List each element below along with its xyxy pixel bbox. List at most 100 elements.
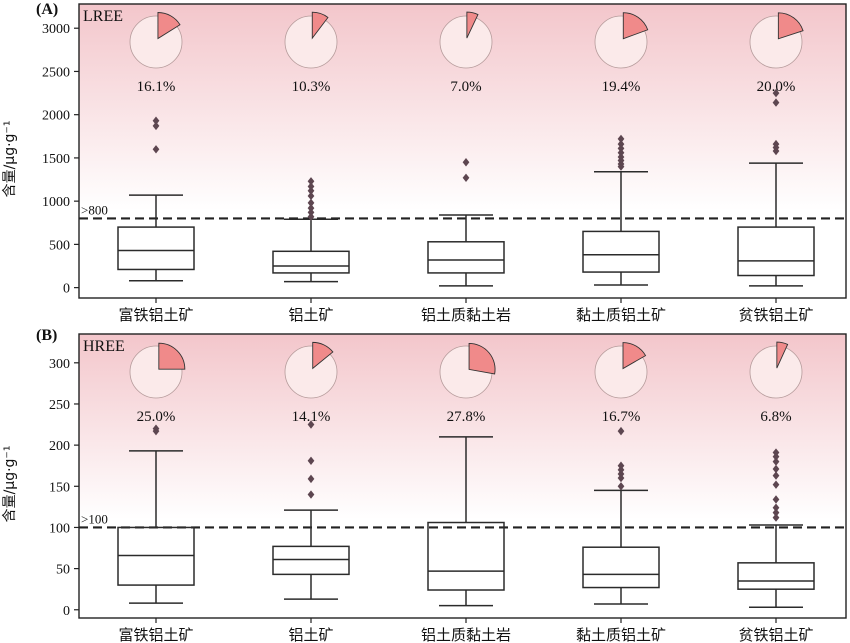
y-tick-label: 2000	[42, 109, 70, 124]
category-label: 黏土质铝土矿	[576, 626, 666, 643]
pie-slice	[312, 341, 334, 370]
outlier-point	[772, 98, 780, 107]
outlier-point	[152, 145, 160, 154]
y-axis-label: 含量/μg·g⁻¹	[2, 446, 18, 523]
box-2	[272, 177, 350, 283]
pie-percent-label: 16.7%	[602, 409, 641, 425]
pie-slice	[622, 342, 647, 370]
outlier-point	[307, 182, 315, 191]
y-tick-label: 250	[49, 398, 70, 413]
outlier-point	[307, 212, 315, 221]
outlier-point	[462, 173, 470, 183]
y-tick-label: 1000	[42, 195, 70, 210]
pie-percent-label: 6.8%	[760, 409, 791, 425]
outlier-point	[772, 471, 780, 480]
box-iqr	[427, 521, 505, 591]
y-tick-label: 50	[56, 563, 70, 578]
outlier-point	[307, 420, 315, 429]
y-tick-label: 500	[49, 238, 70, 253]
threshold-label: >800	[81, 202, 108, 217]
category-label: 铝土矿	[288, 626, 333, 643]
y-tick-label: 0	[63, 604, 70, 619]
outlier-point	[772, 495, 780, 504]
pie-percent-label: 7.0%	[450, 79, 481, 95]
y-tick-label: 200	[49, 439, 70, 454]
pie-4	[594, 12, 649, 69]
box-5	[737, 88, 815, 287]
outlier-point	[307, 203, 315, 213]
panel-b: 050100150200250300含量/μg·g⁻¹(B)HREE>100富铁…	[2, 327, 847, 643]
outlier-point	[307, 186, 315, 195]
box-iqr	[427, 241, 505, 274]
pie-slice	[777, 12, 804, 40]
outlier-point	[152, 424, 160, 433]
y-tick-label: 100	[49, 521, 70, 536]
outlier-point	[617, 139, 625, 149]
panel-tag: (B)	[36, 327, 57, 344]
pie-percent-label: 14.1%	[292, 409, 331, 425]
outlier-point	[462, 158, 470, 167]
outlier-point	[772, 464, 780, 474]
box-4	[582, 134, 660, 286]
pie-2	[284, 341, 338, 399]
outlier-point	[307, 177, 315, 186]
y-tick-label: 300	[49, 357, 70, 372]
outlier-point	[307, 456, 315, 465]
pie-base	[749, 345, 803, 399]
box-1	[117, 424, 195, 604]
outlier-point	[152, 116, 160, 125]
outlier-point	[617, 144, 625, 153]
outlier-point	[772, 448, 780, 457]
outlier-point	[617, 426, 625, 436]
box-iqr	[737, 226, 815, 277]
plot-frame	[78, 3, 847, 299]
pie-slice	[157, 12, 181, 40]
box-3	[427, 436, 505, 607]
outlier-point	[617, 152, 625, 162]
panel-a: 050010001500200025003000含量/μg·g⁻¹(A)LREE…	[2, 1, 847, 324]
category-label: 铝土质黏土岩	[421, 626, 511, 643]
outlier-point	[772, 457, 780, 466]
category-label: 富铁铝土矿	[118, 626, 193, 643]
outlier-point	[307, 208, 315, 217]
outlier-point	[152, 121, 160, 131]
y-axis-label: 含量/μg·g⁻¹	[2, 121, 18, 198]
pie-5	[749, 12, 804, 69]
pie-4	[594, 342, 648, 399]
pie-slice	[158, 342, 186, 370]
box-3	[427, 158, 505, 287]
pie-percent-label: 16.1%	[137, 79, 176, 95]
box-4	[582, 426, 660, 605]
threshold-label: >100	[81, 511, 108, 526]
box-iqr	[582, 230, 660, 273]
box-2	[272, 420, 350, 600]
outlier-point	[617, 134, 625, 144]
y-tick-label: 2500	[42, 65, 70, 80]
pie-base	[439, 15, 493, 69]
pie-1	[129, 12, 183, 69]
category-label: 贫铁铝土矿	[738, 626, 813, 643]
panel-tag: (A)	[36, 1, 58, 18]
plot-frame	[78, 333, 847, 619]
box-iqr	[272, 250, 350, 274]
pie-slice	[776, 341, 789, 369]
outlier-point	[772, 139, 780, 149]
pie-percent-label: 19.4%	[602, 79, 641, 95]
box-iqr	[582, 546, 660, 589]
panel-name: LREE	[83, 8, 123, 25]
outlier-point	[772, 513, 780, 522]
pie-2	[284, 11, 338, 69]
outlier-point	[772, 480, 780, 489]
box-iqr	[117, 226, 195, 271]
pie-3	[439, 342, 496, 399]
outlier-point	[307, 198, 315, 208]
pie-percent-label: 10.3%	[292, 79, 331, 95]
pie-slice	[622, 12, 649, 40]
category-label: 贫铁铝土矿	[738, 306, 813, 324]
outlier-point	[772, 88, 780, 98]
outlier-point	[307, 490, 315, 499]
pie-slice	[466, 11, 479, 39]
pie-percent-label: 27.8%	[447, 409, 486, 425]
box-5	[737, 448, 815, 609]
